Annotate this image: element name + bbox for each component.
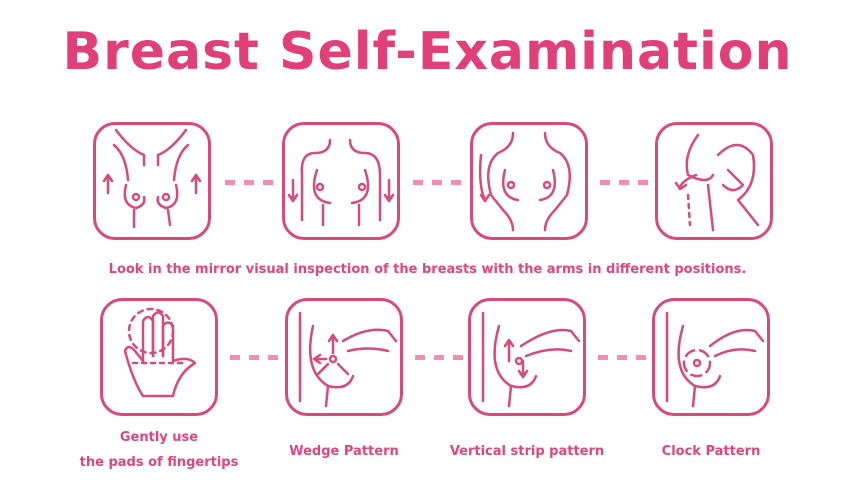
fingertips-caption-line2: the pads of fingertips [79,455,239,470]
page-title: Breast Self-Examination [62,22,793,82]
clock-pattern-caption: Clock Pattern [661,444,761,459]
connector-dash [598,355,646,360]
arms-raised-icon [93,122,211,240]
mirror-inspection-caption: Look in the mirror visual inspection of … [108,262,747,277]
arms-down-icon [282,122,400,240]
clock-pattern-icon [652,298,770,416]
connector-dash [415,355,463,360]
hands-on-hips-icon [470,122,588,240]
wedge-pattern-icon [285,298,403,416]
connector-dash [600,180,648,185]
connector-dash [225,180,273,185]
vertical-strip-pattern-icon [468,298,586,416]
fingertips-caption-line1: Gently use [119,430,199,445]
wedge-pattern-caption: Wedge Pattern [289,444,399,459]
connector-dash [230,355,278,360]
vertical-strip-caption: Vertical strip pattern [449,444,605,459]
connector-dash [413,180,461,185]
fingertips-hand-icon [100,298,218,416]
side-view-icon [655,122,773,240]
